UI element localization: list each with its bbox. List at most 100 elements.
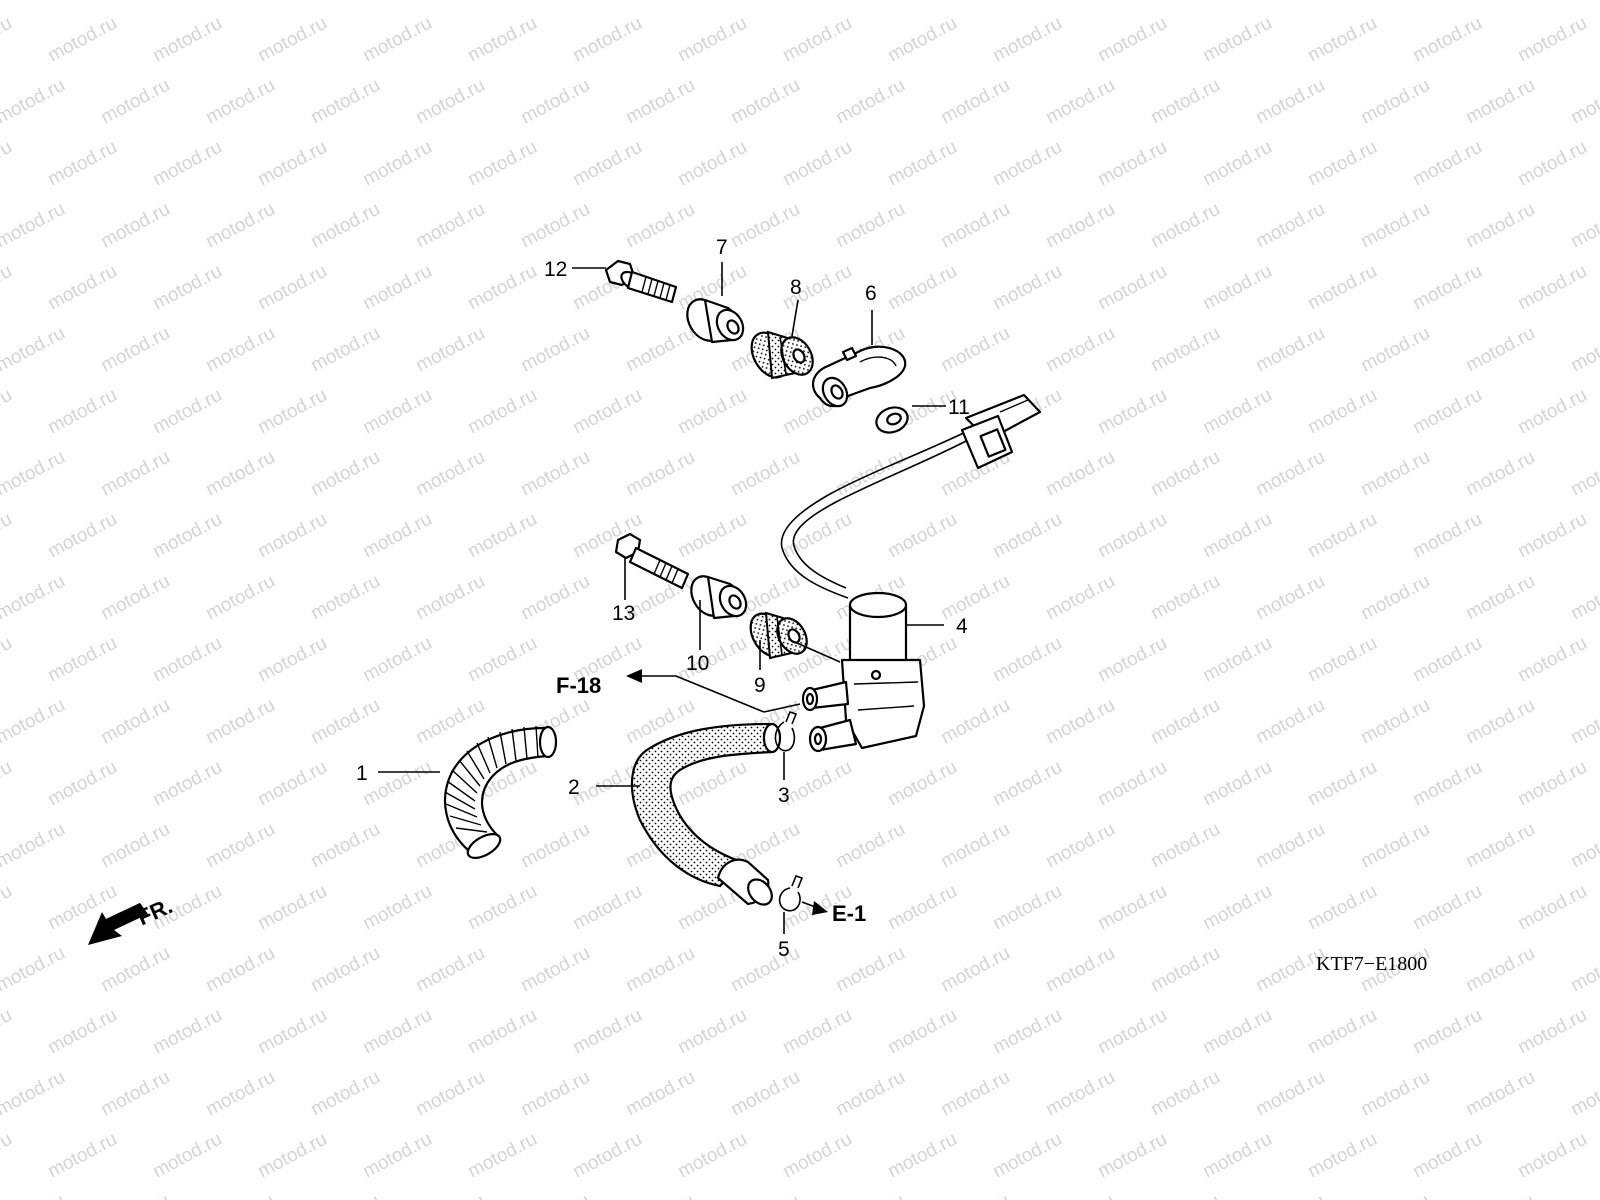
watermark-text: motod.ru [884, 881, 960, 935]
watermark-text: motod.ru [0, 1191, 69, 1200]
watermark-text: motod.ru [1042, 0, 1118, 4]
watermark-text: motod.ru [727, 199, 803, 253]
callout-13[interactable]: 13 [612, 602, 635, 625]
watermark-text: motod.ru [0, 199, 69, 253]
part-9-grommet[interactable] [744, 608, 813, 663]
callout-2[interactable]: 2 [568, 776, 580, 799]
watermark-text: motod.ru [1409, 261, 1485, 315]
callout-12[interactable]: 12 [544, 258, 567, 281]
watermark-text: motod.ru [0, 571, 69, 625]
part-5-hose-clip[interactable] [778, 875, 804, 912]
callout-5[interactable]: 5 [778, 938, 790, 961]
watermark-text: motod.ru [1304, 261, 1380, 315]
watermark-text: motod.ru [202, 571, 278, 625]
callout-8[interactable]: 8 [790, 276, 802, 299]
watermark-text: motod.ru [1567, 695, 1600, 749]
watermark-text: motod.ru [1199, 757, 1275, 811]
watermark-text: motod.ru [1147, 0, 1223, 4]
part-2-hose[interactable] [630, 722, 782, 909]
watermark-text: motod.ru [884, 757, 960, 811]
watermark-text: motod.ru [1147, 1191, 1223, 1200]
callout-9[interactable]: 9 [754, 674, 766, 697]
watermark-text: motod.ru [1094, 633, 1170, 687]
watermark-text: motod.ru [254, 13, 330, 67]
watermark-text: motod.ru [97, 0, 173, 4]
watermark-text: motod.ru [0, 695, 69, 749]
watermark-text: motod.ru [1304, 385, 1380, 439]
callout-4[interactable]: 4 [956, 615, 968, 638]
callout-10[interactable]: 10 [686, 652, 709, 675]
part-11-washer[interactable] [873, 403, 911, 436]
watermark-text: motod.ru [832, 1191, 908, 1200]
watermark-text: motod.ru [937, 943, 1013, 997]
watermark-text: motod.ru [1357, 571, 1433, 625]
part-12-flange-bolt[interactable] [604, 259, 678, 304]
watermark-text: motod.ru [1409, 1129, 1485, 1183]
part-3-hose-clip[interactable] [774, 711, 798, 752]
watermark-text: motod.ru [97, 323, 173, 377]
callout-3[interactable]: 3 [778, 784, 790, 807]
reference-e1[interactable]: E-1 [832, 901, 866, 926]
watermark-text: motod.ru [1357, 447, 1433, 501]
watermark-text: motod.ru [1409, 137, 1485, 191]
watermark-text: motod.ru [1199, 1129, 1275, 1183]
watermark-text: motod.ru [412, 571, 488, 625]
diagram-code: KTF7−E1800 [1316, 953, 1427, 975]
watermark-text: motod.ru [1094, 757, 1170, 811]
watermark-text: motod.ru [1357, 75, 1433, 129]
watermark-text: motod.ru [1042, 323, 1118, 377]
part-13-flange-bolt[interactable] [614, 532, 690, 590]
watermark-text: motod.ru [1462, 695, 1538, 749]
watermark-text: motod.ru [464, 1005, 540, 1059]
watermark-text: motod.ru [517, 1191, 593, 1200]
part-10-collar[interactable] [685, 570, 752, 621]
watermark-text: motod.ru [1462, 0, 1538, 4]
part-4-solenoid-valve[interactable] [801, 591, 926, 753]
watermark-text: motod.ru [97, 819, 173, 873]
watermark-text: motod.ru [1462, 1067, 1538, 1121]
watermark-text: motod.ru [97, 199, 173, 253]
watermark-text: motod.ru [1567, 0, 1600, 4]
watermark-text: motod.ru [1514, 13, 1590, 67]
watermark-text: motod.ru [464, 881, 540, 935]
watermark-text: motod.ru [202, 199, 278, 253]
part-7-collar[interactable] [680, 293, 748, 347]
watermark-text: motod.ru [779, 1005, 855, 1059]
watermark-text: motod.ru [412, 75, 488, 129]
part-8-grommet[interactable] [744, 326, 819, 384]
watermark-text: motod.ru [464, 137, 540, 191]
watermark-text: motod.ru [359, 881, 435, 935]
watermark-text: motod.ru [832, 819, 908, 873]
callout-11[interactable]: 11 [948, 396, 970, 419]
watermark-text: motod.ru [1514, 1129, 1590, 1183]
watermark-text: motod.ru [1147, 943, 1223, 997]
callout-1[interactable]: 1 [356, 762, 368, 785]
callout-7[interactable]: 7 [716, 236, 728, 259]
watermark-text: motod.ru [1567, 571, 1600, 625]
watermark-text: motod.ru [412, 199, 488, 253]
watermark-text: motod.ru [1357, 819, 1433, 873]
watermark-text: motod.ru [1094, 881, 1170, 935]
watermark-text: motod.ru [1409, 13, 1485, 67]
watermark-text: motod.ru [937, 819, 1013, 873]
watermark-text: motod.ru [149, 137, 225, 191]
watermark-text: motod.ru [202, 447, 278, 501]
watermark-text: motod.ru [989, 261, 1065, 315]
watermark-text: motod.ru [149, 757, 225, 811]
part-6-bracket[interactable] [811, 345, 907, 411]
watermark-text: motod.ru [884, 1005, 960, 1059]
watermark-text: motod.ru [832, 1067, 908, 1121]
reference-f18[interactable]: F-18 [556, 673, 601, 698]
watermark-text: motod.ru [1514, 137, 1590, 191]
watermark-text: motod.ru [1042, 819, 1118, 873]
callout-6[interactable]: 6 [865, 282, 877, 305]
part-1-corrugated-hose[interactable] [444, 725, 558, 863]
watermark-text: motod.ru [989, 509, 1065, 563]
watermark-text: motod.ru [1147, 75, 1223, 129]
watermark-text: motod.ru [0, 323, 69, 377]
watermark-text: motod.ru [569, 881, 645, 935]
watermark-text: motod.ru [1304, 881, 1380, 935]
watermark-text: motod.ru [569, 1005, 645, 1059]
watermark-text: motod.ru [674, 13, 750, 67]
watermark-text: motod.ru [412, 323, 488, 377]
